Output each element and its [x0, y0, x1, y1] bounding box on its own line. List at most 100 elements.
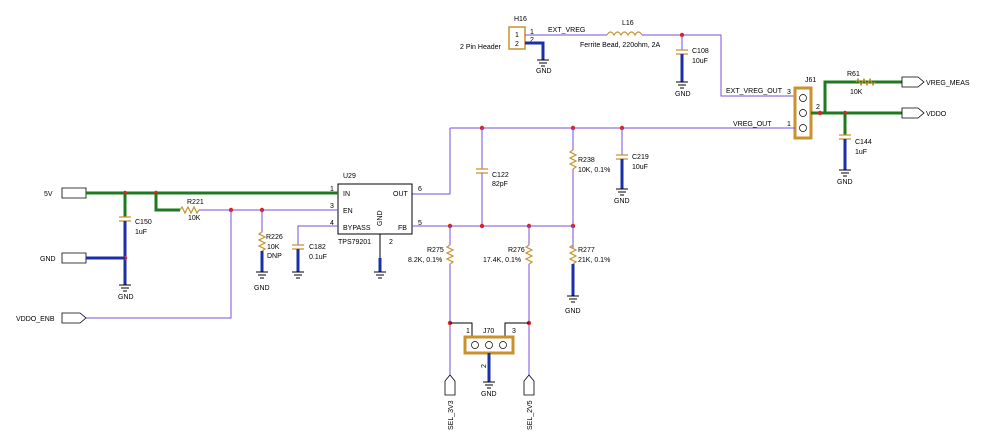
c219-value: 10uF [632, 164, 648, 171]
sel-2v5-label: SEL_2V5 [527, 400, 534, 430]
j61-header: J61 3 2 1 [787, 77, 820, 140]
j70-gnd-symbol: GND [481, 381, 497, 398]
r61-value: 10K [850, 89, 863, 96]
r277-gnd-symbol: GND [565, 295, 581, 315]
ext-vreg-out-label: EXT_VREG_OUT [726, 88, 783, 95]
u29-pin-in: IN [343, 191, 350, 198]
port-vddo-enb-label: VDDO_ENB [16, 316, 55, 323]
r276-ref: R276 [508, 247, 525, 254]
port-gnd: GND [40, 252, 87, 264]
l16-ref: L16 [622, 20, 634, 27]
r238-resistor: R238 10K, 0.1% [568, 149, 610, 174]
c122-capacitor: C122 82pF [476, 168, 509, 188]
c108-gnd-symbol: GND [675, 81, 691, 98]
c150-value: 1uF [135, 229, 147, 236]
j61-pin2-num: 2 [816, 104, 820, 111]
u29-regulator: U29 IN EN BYPASS OUT FB GND TPS79201 1 3… [330, 173, 422, 246]
sel-2v5-port: SEL_2V5 [523, 374, 535, 430]
u29-pin2-num: 2 [389, 239, 393, 246]
junction-c122-bottom [479, 223, 485, 229]
en-tap-wire [154, 193, 180, 212]
r226-resistor: R226 10K DNP [257, 231, 283, 260]
c108-ref: C108 [692, 48, 709, 55]
c144-gnd-label: GND [837, 179, 853, 186]
u29-pin-en: EN [343, 208, 353, 215]
port-gnd-label: GND [40, 256, 56, 263]
c108-gnd-label: GND [675, 91, 691, 98]
c219-ref: C219 [632, 154, 649, 161]
l16-ferrite: L16 Ferrite Bead, 220ohm, 2A [580, 20, 660, 49]
c219-gnd-label: GND [614, 198, 630, 205]
u29-pin-out: OUT [393, 191, 409, 198]
sel-3v3-label: SEL_3V3 [448, 400, 455, 430]
u29-pin4-num: 4 [330, 220, 334, 227]
r226-note: DNP [267, 253, 282, 260]
port-5v-label: 5V [44, 191, 53, 198]
u29-pin3-num: 3 [330, 203, 334, 210]
r226-value: 10K [267, 244, 280, 251]
r226-ref: R226 [266, 234, 283, 241]
j70-gnd-label: GND [481, 391, 497, 398]
r226-gnd-label: GND [254, 285, 270, 292]
r221-value: 10K [188, 215, 201, 222]
l16-desc: Ferrite Bead, 220ohm, 2A [580, 42, 660, 49]
vddo-enb-wire [86, 210, 232, 319]
r221-ref: R221 [187, 199, 204, 206]
r276-resistor: R276 17.4K, 0.1% [483, 244, 534, 265]
j70-pin-wires [450, 322, 529, 337]
u29-pin-gnd: GND [377, 210, 384, 226]
r275-ref: R275 [427, 247, 444, 254]
r277-value: 21K, 0.1% [578, 257, 610, 264]
u29-pin-bypass: BYPASS [343, 225, 371, 232]
u29-pin1-num: 1 [330, 186, 334, 193]
h16-body [508, 26, 526, 50]
c182-gnd-symbol [292, 271, 304, 279]
h16-gnd-wire [525, 41, 545, 60]
u29-body [337, 183, 413, 235]
vreg-meas-port: VREG_MEAS [901, 76, 970, 88]
j70-pin2-num: 2 [481, 364, 488, 368]
vddo-label: VDDO [926, 111, 947, 118]
junction-j61 [817, 110, 823, 116]
c150-gnd-symbol: GND [118, 284, 134, 301]
u29-gnd-symbol [374, 271, 386, 279]
c122-ref: C122 [492, 172, 509, 179]
r226-gnd-symbol: GND [254, 271, 270, 292]
j70-pin3-num: 3 [512, 328, 516, 335]
u29-pin5-num: 5 [418, 220, 422, 227]
r61-resistor: R61 10K [847, 71, 876, 96]
j61-ref: J61 [805, 77, 816, 84]
u29-ref: U29 [343, 173, 356, 180]
vreg-out-label: VREG_OUT [733, 121, 772, 128]
j70-ref: J70 [483, 328, 494, 335]
port-5v: 5V [44, 187, 87, 199]
ferrite-out-wire [642, 34, 795, 97]
r277-gnd-label: GND [565, 308, 581, 315]
c150-gnd-label: GND [118, 294, 134, 301]
r277-ref: R277 [578, 247, 595, 254]
r277-resistor: R277 21K, 0.1% [568, 244, 610, 265]
c182-ref: C182 [309, 244, 326, 251]
ext-vreg-label: EXT_VREG [548, 27, 585, 34]
c150-ref: C150 [135, 219, 152, 226]
r61-ref: R61 [847, 71, 860, 78]
u29-pin-fb: FB [398, 225, 407, 232]
h16-body-pin1: 1 [515, 32, 519, 39]
c219-gnd-symbol: GND [614, 188, 630, 205]
h16-ref: H16 [514, 16, 527, 23]
r275-value: 8.2K, 0.1% [408, 257, 442, 264]
c122-value: 82pF [492, 181, 508, 188]
h16-gnd-label: GND [536, 68, 552, 75]
c108-value: 10uF [692, 58, 708, 65]
vreg-meas-label: VREG_MEAS [926, 80, 970, 87]
u29-pin6-num: 6 [418, 186, 422, 193]
bypass-wire [297, 225, 338, 245]
r276-value: 17.4K, 0.1% [483, 257, 521, 264]
c144-ref: C144 [855, 139, 872, 146]
h16-gnd-symbol: GND [536, 59, 552, 75]
u29-part: TPS79201 [338, 239, 371, 246]
c182-value: 0.1uF [309, 254, 327, 261]
c144-gnd-symbol: GND [837, 169, 853, 186]
j70-pin1-num: 1 [466, 328, 470, 335]
